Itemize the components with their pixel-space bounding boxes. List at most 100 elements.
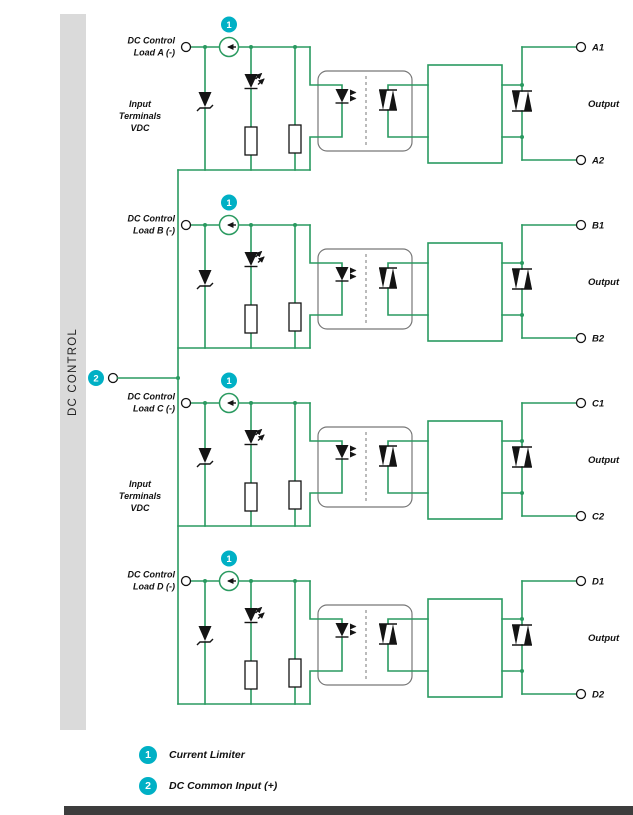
svg-text:1: 1	[226, 198, 232, 209]
junction-dot	[520, 617, 524, 621]
legend-label-2: DC Common Input (+)	[169, 780, 278, 792]
led-indicator	[244, 72, 265, 90]
input-terminal	[180, 219, 192, 231]
footer-bar	[64, 806, 633, 815]
output-terminal-top	[575, 397, 587, 409]
common-input: 2	[88, 370, 180, 386]
load-label-line1: DC Control	[128, 570, 176, 580]
current-limiter-badge: 1	[221, 194, 237, 211]
wire	[309, 46, 343, 90]
optocoupler-triac	[379, 623, 397, 645]
legend-item: 2 DC Common Input (+)	[139, 777, 277, 795]
wire	[309, 636, 343, 705]
output-triac	[512, 90, 532, 112]
output-terminal-top	[575, 219, 587, 231]
junction-dot	[249, 401, 253, 405]
resistor	[288, 480, 302, 510]
optocoupler-led	[335, 623, 357, 638]
tvs-diode	[196, 448, 214, 468]
current-limiter	[218, 214, 240, 236]
current-limiter-badge: 1	[221, 16, 237, 33]
output-label: Output	[588, 277, 620, 288]
input-terminals-label-line2: Terminals	[119, 491, 161, 501]
junction-dot	[293, 401, 297, 405]
output-terminal-top	[575, 575, 587, 587]
legend-badge-1: 1	[139, 746, 157, 764]
current-limiter	[218, 570, 240, 592]
wire	[387, 465, 429, 494]
input-terminal	[180, 575, 192, 587]
led-indicator	[244, 428, 265, 446]
output-triac	[512, 624, 532, 646]
common-input-badge	[88, 370, 104, 386]
wire	[309, 280, 343, 349]
resistor	[288, 124, 302, 154]
junction-dot	[203, 401, 207, 405]
junction-dot	[249, 45, 253, 49]
output-label: Output	[588, 633, 620, 644]
junction-dot	[249, 579, 253, 583]
led-indicator	[244, 250, 265, 268]
resistor	[244, 304, 258, 334]
wire	[309, 402, 343, 446]
optocoupler-triac	[379, 89, 397, 111]
output-terminal-bottom-label: C2	[592, 512, 605, 523]
input-terminal	[180, 41, 192, 53]
wire	[309, 458, 343, 527]
current-limiter	[218, 36, 240, 58]
legend: 1 Current Limiter 2 DC Common Input (+)	[139, 746, 277, 795]
output-terminal-bottom-label: B2	[592, 334, 605, 345]
optocoupler-triac	[379, 267, 397, 289]
junction-dot	[520, 669, 524, 673]
load-label-line2: Load B (-)	[133, 226, 175, 236]
output-terminal-bottom	[575, 510, 587, 522]
optocoupler-box	[317, 70, 413, 152]
output-terminal-bottom	[575, 332, 587, 344]
wire	[309, 102, 343, 171]
wire	[387, 440, 429, 447]
schematic: DC Control Load A (-) Input Terminals VD…	[88, 16, 620, 705]
tvs-diode	[196, 626, 214, 646]
junction-dot	[520, 491, 524, 495]
resistor	[244, 482, 258, 512]
junction-dot	[203, 579, 207, 583]
load-label-line2: Load A (-)	[134, 48, 175, 58]
svg-text:1: 1	[226, 376, 232, 387]
junction-dot	[203, 223, 207, 227]
tvs-diode	[196, 92, 214, 112]
wire	[387, 84, 429, 91]
resistor	[244, 126, 258, 156]
common-input-terminal	[107, 372, 119, 384]
optocoupler-triac	[379, 445, 397, 467]
input-terminal	[180, 397, 192, 409]
output-block	[427, 64, 503, 164]
output-terminal-top-label: A1	[591, 43, 604, 54]
channel-c: DC Control Load C (-) Input Terminals VD…	[119, 372, 620, 527]
output-terminal-bottom	[575, 688, 587, 700]
load-label-line1: DC Control	[128, 36, 176, 46]
resistor	[244, 660, 258, 690]
svg-text:1: 1	[226, 554, 232, 565]
wire	[309, 224, 343, 268]
wire	[387, 618, 429, 625]
output-terminal-top-label: B1	[592, 221, 604, 232]
junction-dot	[520, 83, 524, 87]
legend-label-1: Current Limiter	[169, 749, 245, 761]
wires	[177, 45, 578, 171]
wire	[387, 287, 429, 316]
output-block	[427, 242, 503, 342]
optocoupler-box	[317, 248, 413, 330]
optocoupler-box	[317, 426, 413, 508]
led-indicator	[244, 606, 265, 624]
output-terminal-top-label: D1	[592, 577, 604, 588]
optocoupler-led	[335, 445, 357, 460]
output-label: Output	[588, 99, 620, 110]
output-label: Output	[588, 455, 620, 466]
legend-item: 1 Current Limiter	[139, 746, 277, 764]
wire	[309, 580, 343, 624]
optocoupler-led	[335, 267, 357, 282]
input-terminals-label-line1: Input	[129, 99, 152, 109]
junction-dot	[520, 135, 524, 139]
wire	[387, 262, 429, 269]
input-terminals-label-line3: VDC	[130, 123, 150, 133]
